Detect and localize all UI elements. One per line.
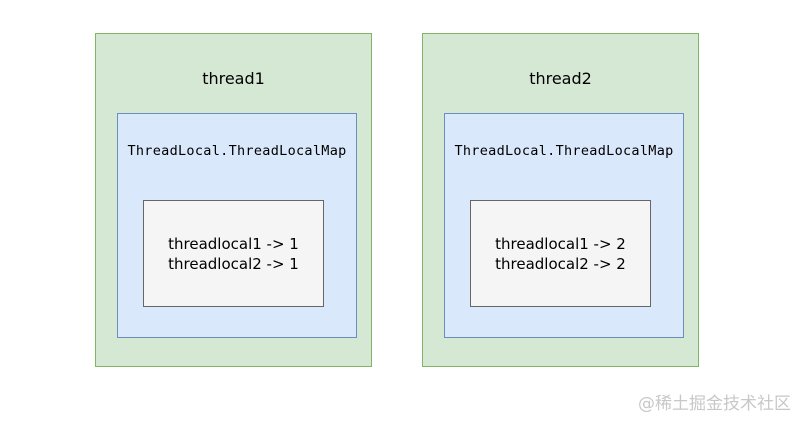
entries-box: threadlocal1 -> 2 threadlocal2 -> 2	[470, 200, 651, 307]
entry-line: threadlocal1 -> 2	[495, 234, 626, 253]
threadlocalmap-box: ThreadLocal.ThreadLocalMap threadlocal1 …	[117, 113, 357, 338]
thread-title: thread2	[529, 69, 592, 88]
thread-box-thread2: thread2 ThreadLocal.ThreadLocalMap threa…	[422, 33, 699, 367]
entry-line: threadlocal1 -> 1	[168, 234, 299, 253]
thread-box-thread1: thread1 ThreadLocal.ThreadLocalMap threa…	[95, 33, 372, 367]
entry-line: threadlocal2 -> 2	[495, 254, 626, 273]
watermark: @稀土掘金技术社区	[638, 394, 791, 414]
threadlocalmap-label: ThreadLocal.ThreadLocalMap	[127, 143, 347, 159]
threadlocalmap-box: ThreadLocal.ThreadLocalMap threadlocal1 …	[444, 113, 684, 338]
entry-line: threadlocal2 -> 1	[168, 254, 299, 273]
thread-title: thread1	[202, 69, 265, 88]
threadlocalmap-label: ThreadLocal.ThreadLocalMap	[454, 143, 674, 159]
entries-box: threadlocal1 -> 1 threadlocal2 -> 1	[143, 200, 324, 307]
